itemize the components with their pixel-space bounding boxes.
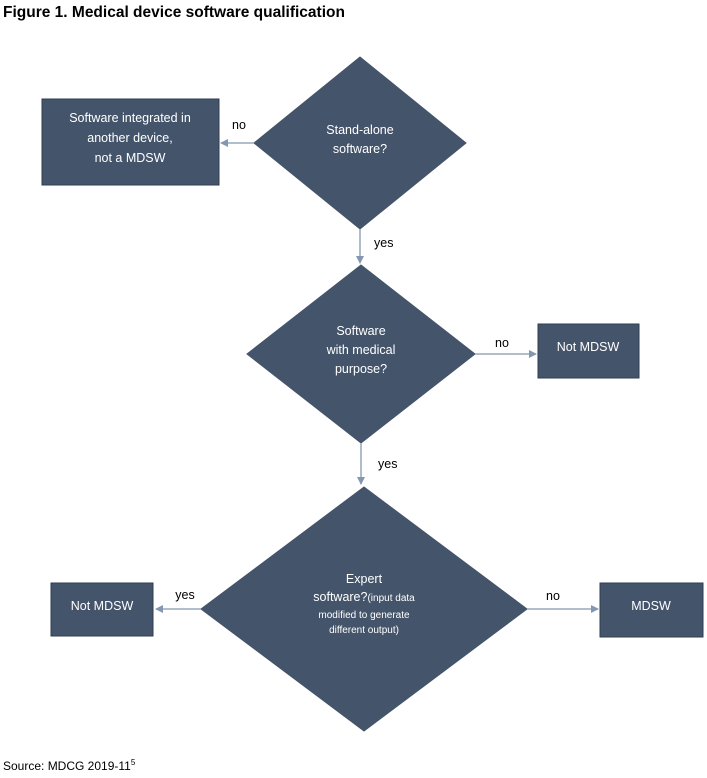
figure-source: Source: MDCG 2019-115 bbox=[3, 758, 135, 773]
decision-standalone-label-line2: software? bbox=[333, 142, 387, 156]
decision-medical-label-line1: Software bbox=[336, 324, 385, 338]
box-mdsw-label: MDSW bbox=[631, 599, 671, 613]
decision-expert-software bbox=[200, 486, 528, 732]
box-mdsw bbox=[599, 582, 704, 638]
edge-label-standalone-no: no bbox=[232, 118, 246, 132]
decision-expert-line2: software?(input data bbox=[313, 590, 415, 604]
decision-medical-label-line3: purpose? bbox=[335, 362, 387, 376]
edge-label-standalone-yes: yes bbox=[374, 236, 393, 250]
edge-label-medical-yes: yes bbox=[378, 457, 397, 471]
box-not-mdsw-right-label: Not MDSW bbox=[557, 340, 620, 354]
box-integrated-line1: Software integrated in bbox=[69, 111, 191, 125]
edge-label-expert-yes: yes bbox=[175, 588, 194, 602]
box-integrated-line3: not a MDSW bbox=[95, 151, 166, 165]
source-reference: 5 bbox=[130, 758, 136, 767]
box-not-mdsw-left bbox=[50, 582, 154, 637]
figure-title: Figure 1. Medical device software qualif… bbox=[3, 4, 345, 21]
edge-label-expert-no: no bbox=[546, 589, 560, 603]
decision-expert-line2-small: (input data bbox=[367, 593, 415, 604]
box-not-mdsw-left-label: Not MDSW bbox=[71, 599, 134, 613]
box-not-mdsw-right bbox=[537, 323, 640, 379]
box-integrated-not-mdsw bbox=[41, 98, 220, 186]
box-integrated-line2: another device, bbox=[87, 131, 172, 145]
decision-expert-line3: modified to generate bbox=[318, 610, 410, 621]
decision-expert-line2-main: software? bbox=[313, 590, 367, 604]
decision-expert-line4: different output) bbox=[329, 625, 399, 636]
decision-expert-line1: Expert bbox=[346, 572, 383, 586]
decision-standalone-label-line1: Stand-alone bbox=[326, 123, 393, 137]
source-text: Source: MDCG 2019-11 bbox=[3, 759, 131, 773]
decision-medical-label-line2: with medical bbox=[326, 343, 396, 357]
edge-label-medical-no: no bbox=[495, 336, 509, 350]
